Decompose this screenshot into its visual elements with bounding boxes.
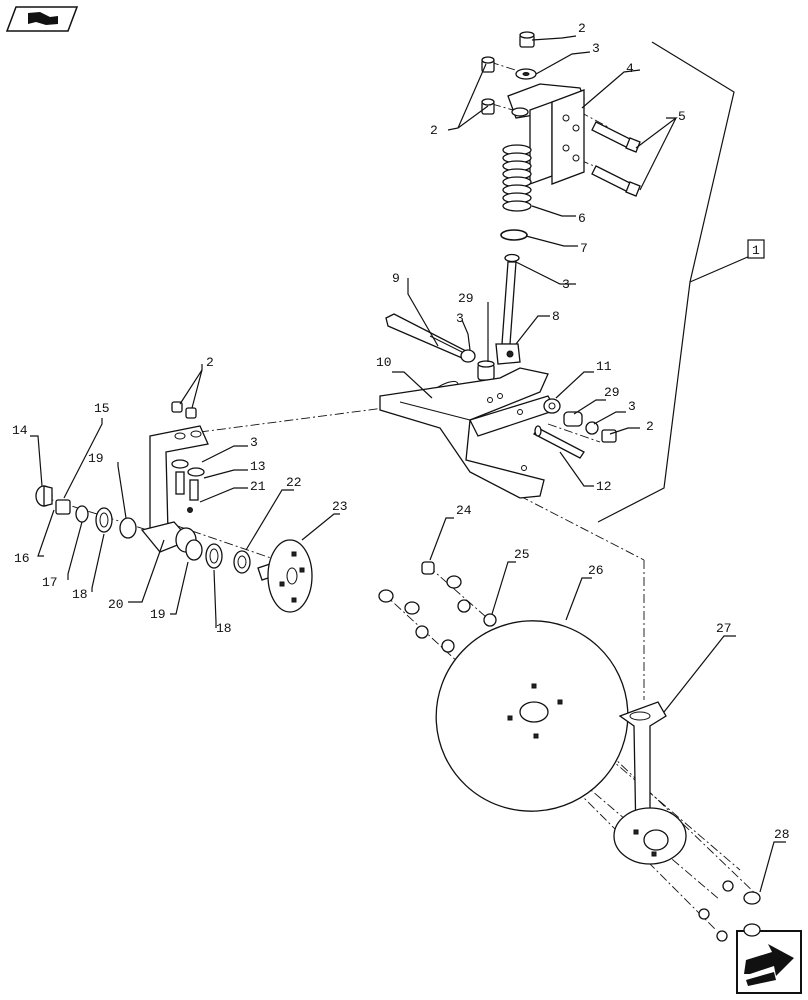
callout-9: 9 — [392, 271, 400, 286]
next-page-arrow-icon[interactable] — [736, 930, 802, 994]
callout-3: 3 — [592, 41, 600, 56]
washer-mid — [504, 253, 520, 263]
cap-screws-hub — [171, 401, 197, 419]
nut-15 — [55, 499, 71, 515]
spring-rod — [495, 261, 521, 365]
callout-2: 2 — [578, 21, 586, 36]
centre-lines — [39, 61, 761, 931]
callout-17: 17 — [42, 575, 58, 590]
bolt-13 — [175, 471, 199, 501]
callout-25: 25 — [514, 547, 530, 562]
callout-18: 18 — [216, 621, 232, 636]
callout-28: 28 — [774, 827, 790, 842]
callout-22: 22 — [286, 475, 302, 490]
spacer-sleeve — [477, 360, 495, 381]
compression-spring — [502, 144, 532, 212]
callout-3: 3 — [562, 277, 570, 292]
hex-bolt-pair — [591, 121, 641, 197]
bearing-18a — [95, 507, 113, 533]
small-pin-21 — [187, 507, 193, 513]
callout-20: 20 — [108, 597, 124, 612]
callout-1: 1 — [752, 243, 760, 258]
nut-2d — [601, 429, 617, 443]
washer-top — [515, 68, 537, 80]
callout-24: 24 — [456, 503, 472, 518]
main-frame — [379, 367, 561, 499]
callout-16: 16 — [14, 551, 30, 566]
pin-12 — [533, 425, 585, 459]
callout-14: 14 — [12, 423, 28, 438]
washer-17 — [75, 505, 89, 523]
book-hand-icon[interactable] — [6, 6, 78, 32]
callout-12: 12 — [596, 479, 612, 494]
race-19a — [119, 517, 137, 539]
callout-15: 15 — [94, 401, 110, 416]
race-19b — [185, 539, 203, 561]
callout-11: 11 — [596, 359, 612, 374]
spacer-29b — [563, 411, 583, 427]
callout-29: 29 — [604, 385, 620, 400]
callout-13: 13 — [250, 459, 266, 474]
cap-screw-pair — [481, 56, 495, 115]
callout-19: 19 — [150, 607, 166, 622]
callout-3: 3 — [628, 399, 636, 414]
callout-21: 21 — [250, 479, 266, 494]
callout-8: 8 — [552, 309, 560, 324]
washers-hub — [171, 459, 205, 477]
callout-2: 2 — [430, 123, 438, 138]
callout-3: 3 — [250, 435, 258, 450]
washer-3e — [585, 421, 599, 435]
assembly-bracket — [597, 41, 765, 523]
bearing-18b — [205, 543, 223, 569]
spring-ring — [500, 229, 528, 241]
callout-7: 7 — [580, 241, 588, 256]
callout-2: 2 — [206, 355, 214, 370]
callout-10: 10 — [376, 355, 392, 370]
callout-26: 26 — [588, 563, 604, 578]
callout-labels: 1 2 2 2 2 3 3 3 3 3 4 5 6 7 8 9 10 11 12… — [12, 21, 790, 842]
callout-2: 2 — [646, 419, 654, 434]
mounting-plate — [507, 83, 585, 185]
washer-left — [460, 349, 476, 363]
callout-19: 19 — [88, 451, 104, 466]
nuts-24 — [378, 561, 462, 615]
disc-blade — [435, 620, 629, 812]
callout-4: 4 — [626, 61, 634, 76]
callout-18: 18 — [72, 587, 88, 602]
callout-5: 5 — [678, 109, 686, 124]
carriage-bolts-28 — [698, 880, 761, 942]
leader-lines — [30, 35, 786, 893]
callout-3: 3 — [456, 311, 464, 326]
callout-6: 6 — [578, 211, 586, 226]
scraper-arm — [613, 701, 687, 865]
hub-flange — [257, 539, 313, 613]
callout-23: 23 — [332, 499, 348, 514]
grease-cap — [35, 485, 53, 507]
seal-22 — [233, 550, 251, 574]
washers-25 — [415, 599, 497, 653]
cap-screw-top — [519, 31, 535, 48]
callout-27: 27 — [716, 621, 732, 636]
callout-29: 29 — [458, 291, 474, 306]
